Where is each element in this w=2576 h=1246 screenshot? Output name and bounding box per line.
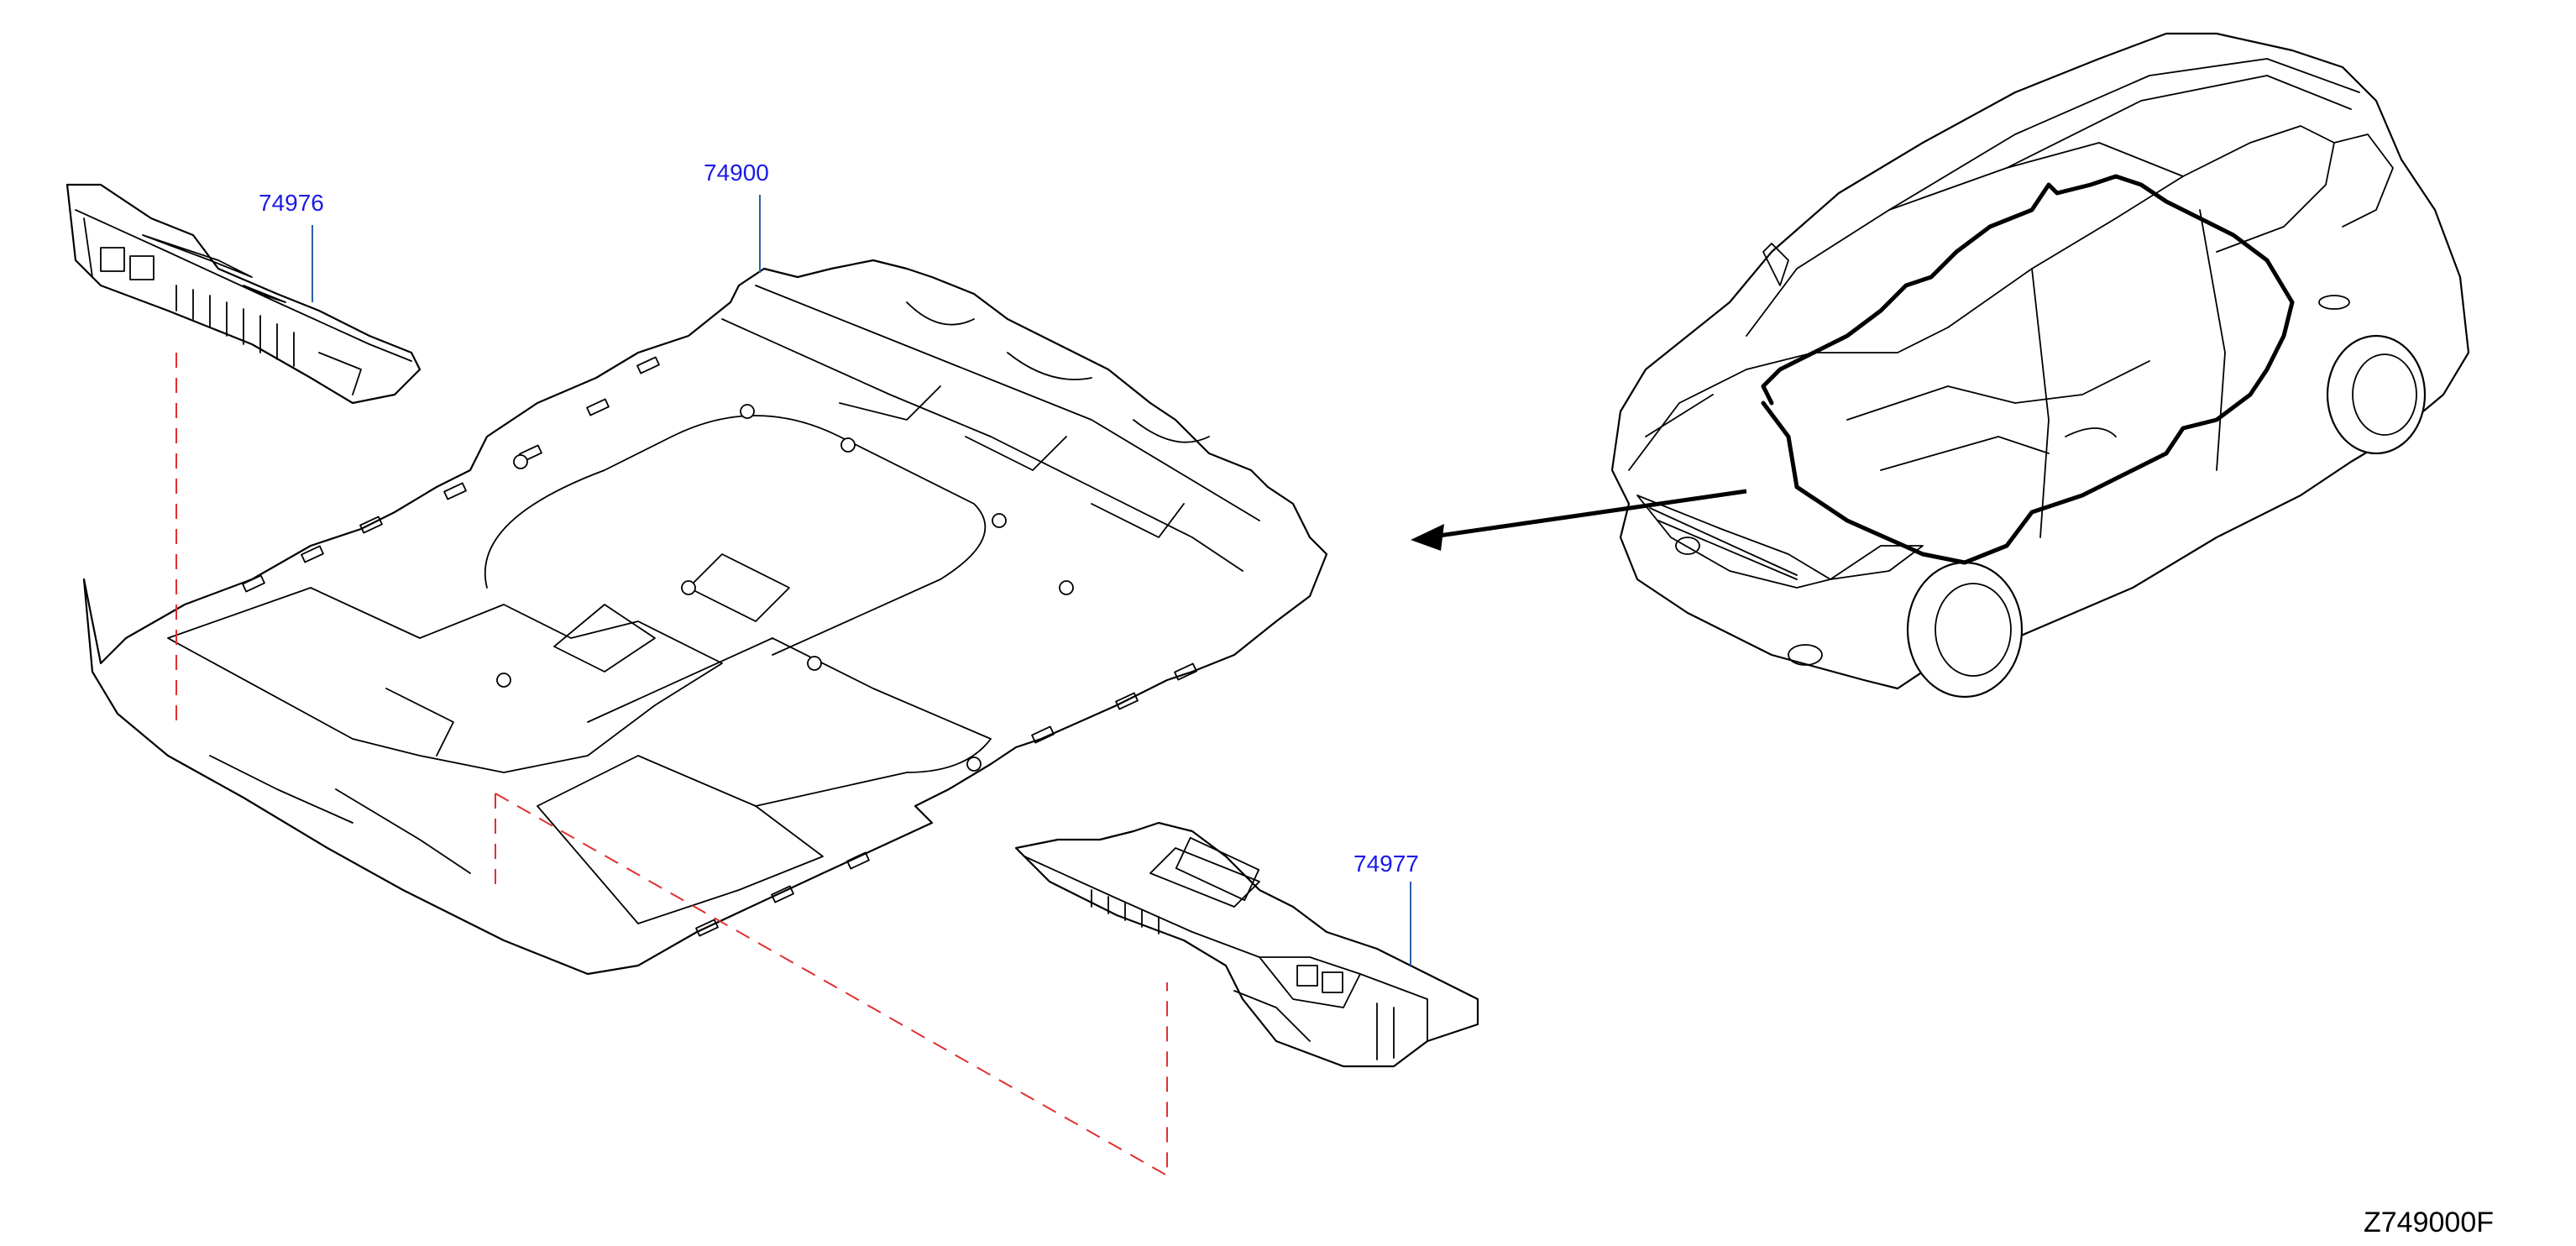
callout-74900[interactable]: 74900 bbox=[704, 160, 769, 186]
callout-74976[interactable]: 74976 bbox=[259, 190, 324, 216]
floor-carpet[interactable] bbox=[82, 259, 1328, 976]
locator-arrow bbox=[1411, 489, 1747, 551]
assembly-dashed-lines bbox=[175, 353, 1168, 1177]
right-pad-dashed-line bbox=[495, 793, 1168, 1177]
diagram-reference-code: Z749000F bbox=[2364, 1207, 2494, 1238]
callout-74977[interactable]: 74977 bbox=[1353, 851, 1419, 877]
right-foot-pad[interactable] bbox=[1014, 821, 1479, 1068]
left-foot-pad[interactable] bbox=[65, 183, 421, 405]
vehicle-locator-illustration bbox=[1610, 32, 2470, 699]
